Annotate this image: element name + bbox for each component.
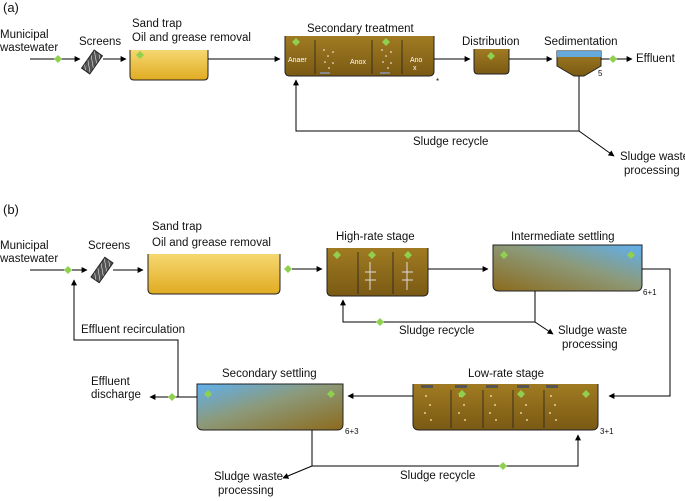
b-mixers: [365, 262, 413, 290]
a-input-label: Municipal: [0, 29, 49, 41]
a-zone-anox2-b: x: [413, 65, 417, 72]
a-diffuser: [380, 72, 390, 74]
a-asterisk: *: [436, 77, 440, 86]
a-sandtrap-marker: [136, 51, 144, 59]
a-diffuser: [320, 72, 330, 74]
b-screens-grid: [90, 256, 114, 284]
b-intermediate-label: Intermediate settling: [511, 231, 615, 243]
b-effluent-recirc-label: Effluent recirculation: [81, 324, 185, 336]
b-sludge-waste-arrow-2: [282, 465, 313, 479]
b-screens-label: Screens: [88, 240, 131, 252]
b-intermediate-num: 6+1: [643, 288, 657, 297]
b-highrate-label: High-rate stage: [336, 231, 415, 243]
b-input-label-2: wastewater: [0, 253, 59, 265]
b-lowrate-tank: [412, 384, 599, 431]
b-arrow-inter-low: [608, 268, 671, 399]
b-sludge-waste-arrow-1: [534, 321, 554, 335]
b-sludge-waste-label-a: Sludge waste: [558, 325, 628, 337]
a-zone-anox2: Ano: [410, 57, 423, 64]
b-highrate-tank: [326, 248, 429, 297]
b-input-label: Municipal: [0, 240, 49, 252]
a-sample-marker: [54, 55, 62, 63]
panel-b-tag: (b): [3, 202, 19, 217]
panel-a-tag: (a): [3, 0, 19, 15]
a-sedimentation-label: Sedimentation: [544, 36, 618, 48]
a-screens-label: Screens: [79, 36, 122, 48]
a-effluent-label: Effluent: [636, 53, 675, 65]
a-bubbles: [323, 49, 392, 69]
b-sludge-waste-label-a2: processing: [562, 339, 618, 351]
b-sludge-waste-label-b: Sludge waste: [214, 471, 284, 483]
a-sludge-recycle-label: Sludge recycle: [413, 136, 489, 148]
a-secondary-label: Secondary treatment: [307, 23, 414, 35]
a-sludge-waste-label-2: processing: [624, 165, 680, 177]
b-aerators: [421, 385, 558, 388]
a-distribution-tank: [473, 49, 510, 75]
b-effluent-discharge-label: Effluent: [91, 376, 130, 388]
a-sandtrap-label: Sand trap: [132, 18, 182, 30]
a-secondary-tank: [284, 36, 435, 77]
b-sludge-recycle-2: [311, 430, 581, 467]
a-input-label-2: wastewater: [0, 42, 59, 54]
a-sludge-recycle-line: [293, 76, 580, 132]
a-sed-number: 5: [598, 69, 603, 78]
b-secsettling-label: Secondary settling: [222, 368, 317, 380]
b-lowrate-num: 3+1: [600, 427, 614, 436]
b-sandtrap-tank: [147, 254, 281, 295]
a-sludge-waste-arrow: [578, 130, 615, 157]
b-lowrate-label: Low-rate stage: [468, 368, 545, 380]
b-sludge-recycle-1: [340, 291, 536, 323]
b-secsettling-tank: [196, 383, 344, 431]
a-zone-anox: Anox: [350, 59, 366, 66]
b-effluent-recirc-line: [71, 279, 179, 397]
b-sludge-waste-label-b2: processing: [218, 485, 274, 497]
a-sludge-waste-label: Sludge waste: [620, 151, 685, 163]
b-sludge-recycle-label-2: Sludge recycle: [400, 470, 476, 482]
b-effluent-discharge-label-2: discharge: [91, 389, 141, 401]
b-sandtrap-label: Sand trap: [152, 221, 202, 233]
a-screens-grid: [80, 49, 104, 75]
b-intermediate-tank: [492, 244, 643, 292]
b-sandtrap-label-2: Oil and grease removal: [152, 237, 271, 249]
a-sandtrap-tank: [129, 50, 209, 81]
a-zone-anaer: Anaer: [288, 57, 307, 64]
b-sludge-recycle-label-1: Sludge recycle: [399, 325, 475, 337]
b-secondary-num: 6+3: [345, 427, 359, 436]
a-distribution-label: Distribution: [462, 36, 520, 48]
a-sandtrap-label-2: Oil and grease removal: [132, 32, 251, 44]
